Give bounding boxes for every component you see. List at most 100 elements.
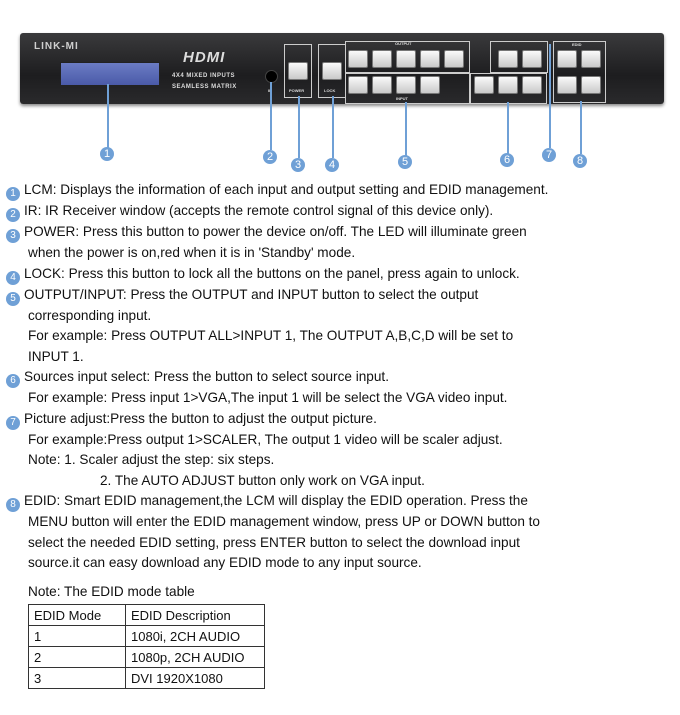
callout-1: 1 (100, 147, 114, 161)
bullet-8: 8 (6, 498, 20, 512)
item-5: 5 OUTPUT/INPUT: Press the OUTPUT and INPU… (6, 285, 676, 306)
item-8-line-2: MENU button will enter the EDID manageme… (28, 514, 540, 529)
source-button-hdmi[interactable] (474, 76, 494, 94)
callout-5: 5 (398, 155, 412, 169)
input-button-2[interactable] (372, 76, 392, 94)
item-8: 8 EDID: Smart EDID management,the LCM wil… (6, 491, 676, 512)
item-4: 4 LOCK: Press this button to lock all the… (6, 264, 676, 285)
table-row: 1 1080i, 2CH AUDIO (28, 625, 265, 647)
input-button-3[interactable] (396, 76, 416, 94)
output-button-d[interactable] (420, 50, 440, 68)
bullet-2: 2 (6, 208, 20, 222)
item-2-text: IR: IR Receiver window (accepts the remo… (24, 203, 494, 218)
callout-6: 6 (500, 153, 514, 167)
callout-line-4 (332, 96, 334, 158)
table-cell: 1 (28, 625, 126, 647)
table-header-row: EDID Mode EDID Description (28, 604, 265, 626)
table-row: 3 DVI 1920X1080 (28, 667, 265, 689)
edid-down-button[interactable] (581, 76, 601, 94)
item-3-cont: when the power is on,red when it is in '… (28, 245, 356, 260)
item-4-text: LOCK: Press this button to lock all the … (24, 265, 520, 281)
item-1-text: LCM: Displays the information of each in… (24, 182, 549, 197)
bullet-6: 6 (6, 374, 20, 388)
item-5-example-1: For example: Press OUTPUT ALL>INPUT 1, T… (28, 328, 514, 343)
lock-label: LOCK (324, 88, 336, 93)
brand-logo: LINK-MI (34, 41, 79, 52)
item-5-cont: corresponding input. (28, 307, 152, 323)
table-cell: 3 (28, 667, 126, 689)
callout-8: 8 (573, 154, 587, 168)
auto-adjust-button[interactable] (498, 50, 518, 68)
callout-line-3 (298, 96, 300, 158)
item-8-text: EDID: Smart EDID management,the LCM will… (24, 493, 528, 508)
callout-line-1 (107, 84, 109, 148)
lock-button[interactable] (322, 62, 342, 80)
source-button-vga[interactable] (498, 76, 518, 94)
input-button-4[interactable] (420, 76, 440, 94)
output-label: OUTPUT (395, 41, 412, 46)
bullet-5: 5 (6, 291, 20, 306)
item-8-line-3: select the needed EDID setting, press EN… (28, 534, 520, 550)
output-button-c[interactable] (396, 50, 416, 68)
callout-7: 7 (542, 148, 556, 162)
edid-enter-button[interactable] (557, 76, 577, 94)
source-button-cvm[interactable] (522, 76, 542, 94)
item-3: 3 POWER: Press this button to power the d… (6, 222, 676, 243)
bullet-7: 7 (6, 415, 20, 430)
callout-3: 3 (291, 158, 305, 172)
description-list: 1 LCM: Displays the information of each i… (6, 180, 676, 574)
bullet-1: 1 (6, 187, 20, 201)
edid-mode-table: EDID Mode EDID Description 1 1080i, 2CH … (28, 604, 265, 689)
input-button-1[interactable] (348, 76, 368, 94)
item-7-text: Picture adjust:Press the button to adjus… (24, 410, 377, 426)
table-note: Note: The EDID mode table (28, 584, 195, 599)
table-cell: DVI 1920X1080 (125, 667, 265, 689)
scaler-button[interactable] (522, 50, 542, 68)
edid-group (553, 41, 606, 103)
table-header-cell: EDID Description (125, 604, 265, 626)
table-header-cell: EDID Mode (28, 604, 126, 626)
table-cell: 1080p, 2CH AUDIO (125, 646, 265, 668)
item-7-note-1: Note: 1. Scaler adjust the step: six ste… (28, 452, 275, 467)
item-2: 2 IR: IR Receiver window (accepts the rem… (6, 201, 676, 222)
output-button-b[interactable] (372, 50, 392, 68)
item-6: 6 Sources input select: Press the button … (6, 367, 676, 388)
item-7-note-2: 2. The AUTO ADJUST button only work on V… (100, 472, 425, 488)
item-3-text: POWER: Press this button to power the de… (24, 224, 527, 239)
item-8-line-4: source.it can easy download any EDID mod… (28, 555, 422, 570)
edid-label: EDID (572, 42, 582, 47)
callout-line-6 (507, 102, 509, 154)
output-button-a[interactable] (348, 50, 368, 68)
edid-menu-button[interactable] (557, 50, 577, 68)
callout-4: 4 (325, 158, 339, 172)
item-7: 7 Picture adjust:Press the button to adju… (6, 409, 676, 430)
model-line-2: SEAMLESS MATRIX (172, 84, 237, 90)
item-6-text: Sources input select: Press the button t… (24, 369, 389, 384)
model-line-1: 4X4 MIXED INPUTS (172, 73, 236, 79)
input-group (345, 73, 470, 104)
power-button[interactable] (288, 62, 308, 80)
table-cell: 1080i, 2CH AUDIO (125, 625, 265, 647)
callout-line-2 (270, 82, 272, 150)
item-6-example: For example: Press input 1>VGA,The input… (28, 390, 508, 405)
adjust-group (490, 41, 548, 73)
item-7-example: For example:Press output 1>SCALER, The o… (28, 431, 503, 447)
edid-up-button[interactable] (581, 50, 601, 68)
callout-2: 2 (263, 150, 277, 164)
item-5-example-2: INPUT 1. (28, 348, 84, 364)
callout-line-8 (580, 101, 582, 154)
item-5-text: OUTPUT/INPUT: Press the OUTPUT and INPUT… (24, 286, 479, 302)
input-label: INPUT (396, 96, 408, 101)
output-button-all[interactable] (444, 50, 464, 68)
hdmi-logo: HDMI (183, 49, 226, 66)
callout-line-5 (405, 102, 407, 156)
table-row: 2 1080p, 2CH AUDIO (28, 646, 265, 668)
output-group (345, 41, 470, 73)
lcm-display (60, 62, 160, 86)
item-1: 1 LCM: Displays the information of each i… (6, 180, 676, 201)
callout-line-7 (549, 44, 551, 148)
power-label: POWER (289, 88, 305, 93)
bullet-3: 3 (6, 229, 20, 243)
table-cell: 2 (28, 646, 126, 668)
bullet-4: 4 (6, 270, 20, 285)
